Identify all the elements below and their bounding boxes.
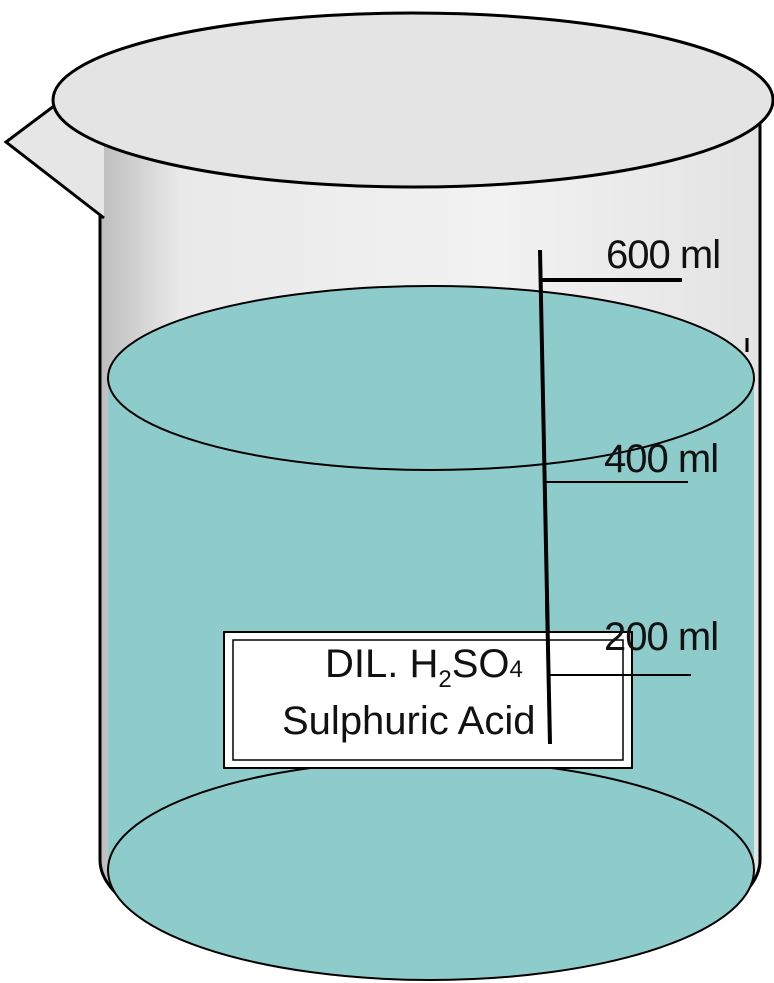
- beaker-rim: [51, 11, 774, 189]
- label-name: Sulphuric Acid: [282, 699, 535, 743]
- graduation-label-200: 200 ml: [604, 615, 718, 659]
- graduation-label-600: 600 ml: [606, 233, 720, 277]
- label-box-inner: [232, 639, 624, 761]
- graduation-scale-line-lower: [545, 599, 552, 745]
- graduation-label-400: 400 ml: [604, 437, 718, 481]
- liquid-surface-ellipse: [107, 285, 755, 471]
- label-formula: DIL. H2SO4: [325, 642, 523, 693]
- liquid-bottom-ellipse: [107, 759, 755, 981]
